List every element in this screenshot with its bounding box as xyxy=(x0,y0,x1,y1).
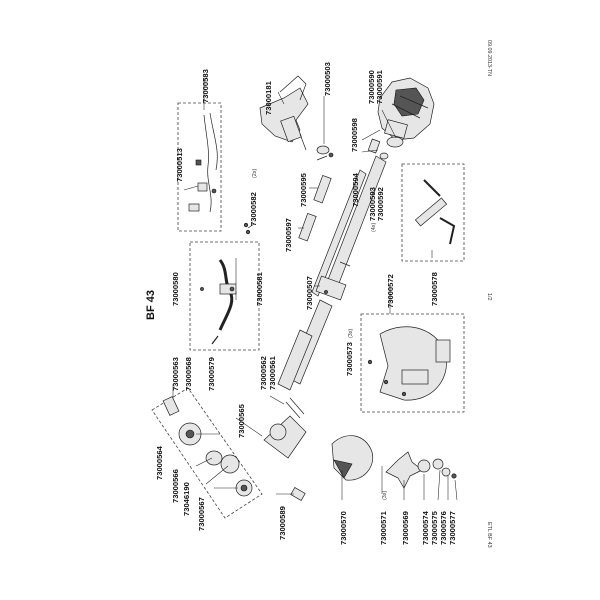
part-label-73000569: 73000569 xyxy=(401,511,410,545)
sleeve-73000597 xyxy=(298,212,317,242)
group-box-cable xyxy=(177,102,222,232)
blade-washers-drawing xyxy=(385,451,457,489)
part-label-73000583: 73000583 xyxy=(201,69,210,103)
part-label-73000575: 73000575 xyxy=(430,510,439,545)
part-label-73000564: 73000564 xyxy=(155,445,164,480)
leader-lines xyxy=(172,78,458,501)
part-label-73000571: 73000571 xyxy=(379,510,388,545)
part-label-73000598: 73000598 xyxy=(350,118,359,152)
group-box-guard xyxy=(360,313,465,413)
part-qty-73000573: (3x) xyxy=(348,329,354,338)
part-label-73000563: 73000563 xyxy=(171,357,180,391)
sleeve-73000595 xyxy=(313,174,332,204)
group-box-handle xyxy=(189,241,260,351)
part-label-73046190: 73046190 xyxy=(182,482,191,516)
part-label-73000574: 73000574 xyxy=(421,510,430,545)
cable-assembly-drawing xyxy=(188,112,218,213)
part-label-73000572: 73000572 xyxy=(386,274,395,308)
part-label-73000594: 73000594 xyxy=(351,172,360,207)
part-qty-73000571: (3x) xyxy=(382,491,388,500)
page-footer: ETL BF 43 xyxy=(486,522,492,548)
guard-73000572-drawing xyxy=(367,326,451,401)
part-label-73000567: 73000567 xyxy=(197,497,206,531)
part-label-73000580: 73000580 xyxy=(171,272,180,306)
clamp-73000507-drawing xyxy=(315,275,347,301)
part-label-73000561: 73000561 xyxy=(268,355,277,390)
part-label-73000593: 73000593 xyxy=(368,187,377,221)
cutting-guard-73000570-drawing xyxy=(331,435,374,481)
part-label-73000578: 73000578 xyxy=(430,272,439,306)
part-label-73000565: 73000565 xyxy=(237,403,246,438)
page-number: 1/2 xyxy=(486,293,492,301)
gear-head-drawing xyxy=(263,397,307,501)
part-label-73000576: 73000576 xyxy=(439,511,448,545)
part-label-73000589: 73000589 xyxy=(278,506,287,540)
part-label-73000595: 73000595 xyxy=(299,172,308,207)
loop-handle-drawing xyxy=(200,259,237,345)
part-label-73000570: 73000570 xyxy=(339,511,348,545)
coupling-drawing xyxy=(367,136,404,160)
group-box-tool xyxy=(401,163,465,262)
part-label-73000507: 73000507 xyxy=(305,276,314,310)
part-qty-73000593: (4x) xyxy=(371,223,377,232)
part-label-73000503: 73000503 xyxy=(323,62,332,96)
part-label-73000566: 73000566 xyxy=(171,469,180,503)
part-label-73000573: 73000573 xyxy=(345,342,354,376)
lower-shaft-drawing xyxy=(277,299,333,391)
part-label-73000577: 73000577 xyxy=(448,511,457,545)
clip-73000503-drawing xyxy=(316,145,334,161)
part-label-73000581: 73000581 xyxy=(255,271,264,306)
part-qty-73000582: (2x) xyxy=(252,169,258,178)
tool-73000578-drawing xyxy=(414,179,456,245)
screws-73000582 xyxy=(243,222,251,235)
part-label-73000562: 73000562 xyxy=(259,356,268,390)
engine-drawing xyxy=(377,77,435,141)
group-box-head xyxy=(151,387,263,519)
part-label-73000592: 73000592 xyxy=(376,187,385,221)
part-label-73000579: 73000579 xyxy=(207,357,216,391)
diagram-title: BF 43 xyxy=(145,290,157,320)
part-label-73000582: 73000582 xyxy=(249,192,258,226)
part-label-73000568: 73000568 xyxy=(184,357,193,391)
part-label-73000590: 73000590 xyxy=(367,70,376,104)
page-date: 09.09.2013-TN xyxy=(486,40,492,76)
part-label-73000181: 73000181 xyxy=(264,80,273,115)
throttle-handle-drawing xyxy=(259,75,309,151)
part-label-73000513: 73000513 xyxy=(175,148,184,182)
part-label-73000591: 73000591 xyxy=(375,69,384,104)
part-label-73000597: 73000597 xyxy=(284,218,293,252)
